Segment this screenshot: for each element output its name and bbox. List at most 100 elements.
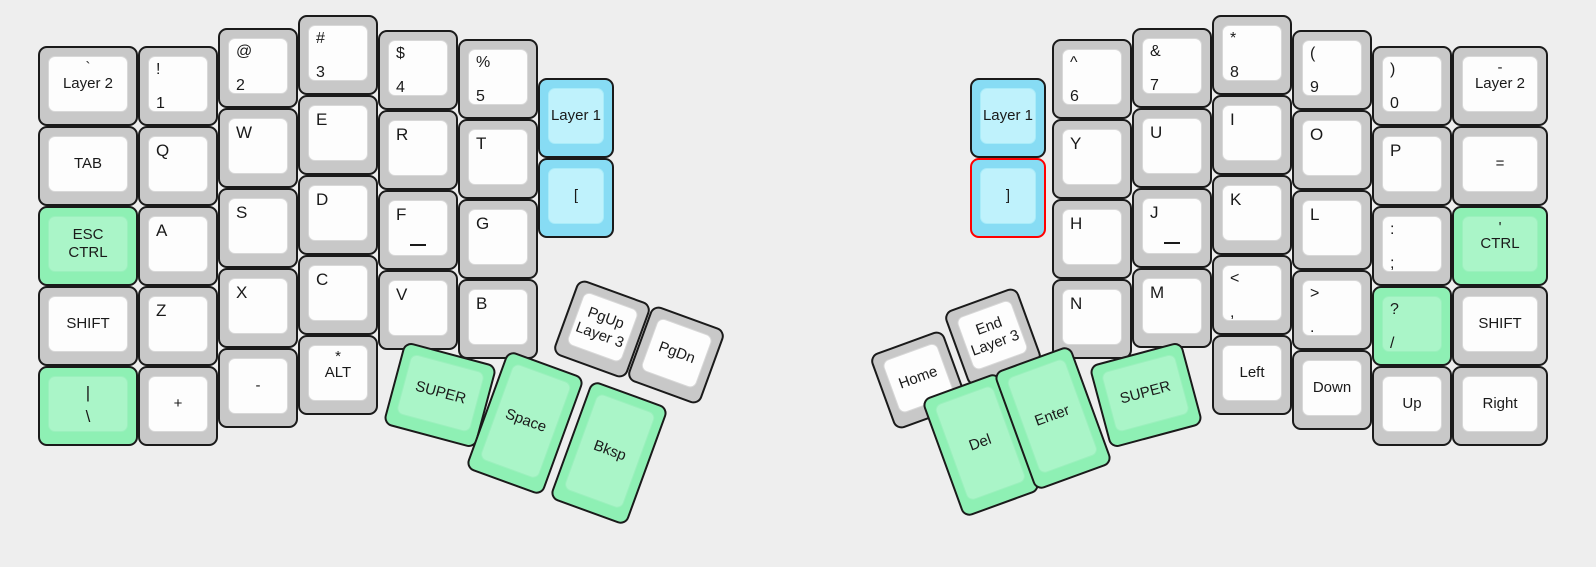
key-right-8[interactable]: *8 bbox=[1212, 15, 1292, 95]
key-right-o[interactable]: O bbox=[1292, 110, 1372, 190]
key-left-[interactable]: - bbox=[218, 348, 298, 428]
key-right-9[interactable]: (9 bbox=[1292, 30, 1372, 110]
key-left-[interactable]: [ bbox=[538, 158, 614, 238]
key-right-l[interactable]: L bbox=[1292, 190, 1372, 270]
key-legend: E bbox=[316, 110, 328, 129]
key-legend-top: % bbox=[476, 54, 491, 71]
key-legend: SUPER bbox=[1118, 377, 1173, 408]
key-left-e[interactable]: E bbox=[298, 95, 378, 175]
key-right-right[interactable]: Right bbox=[1452, 366, 1548, 446]
key-legend: Left bbox=[1239, 364, 1265, 382]
key-left-5[interactable]: %5 bbox=[458, 39, 538, 119]
key-left-alt[interactable]: *ALT bbox=[298, 335, 378, 415]
key-right-layer-2[interactable]: -Layer 2 bbox=[1452, 46, 1548, 126]
key-legend: H bbox=[1070, 214, 1083, 233]
key-legend-bottom: 4 bbox=[396, 79, 405, 96]
key-left-layer-2[interactable]: `Layer 2 bbox=[38, 46, 138, 126]
key-left-s[interactable]: S bbox=[218, 188, 298, 268]
key-right-down[interactable]: Down bbox=[1292, 350, 1372, 430]
key-right-[interactable]: = bbox=[1452, 126, 1548, 206]
key-right-y[interactable]: Y bbox=[1052, 119, 1132, 199]
key-legend-top: ( bbox=[1310, 45, 1316, 62]
key-left-1[interactable]: !1 bbox=[138, 46, 218, 126]
key-legend-top: ' bbox=[1498, 219, 1502, 236]
key-right-left[interactable]: Left bbox=[1212, 335, 1292, 415]
key-right-[interactable]: :; bbox=[1372, 206, 1452, 286]
key-left-t[interactable]: T bbox=[458, 119, 538, 199]
key-right-[interactable]: ?/ bbox=[1372, 286, 1452, 366]
key-right-m[interactable]: M bbox=[1132, 268, 1212, 348]
key-left-q[interactable]: Q bbox=[138, 126, 218, 206]
key-legend: TAB bbox=[73, 155, 103, 173]
key-legend: M bbox=[1150, 283, 1165, 302]
key-left-d[interactable]: D bbox=[298, 175, 378, 255]
key-legend-top: # bbox=[316, 30, 325, 47]
key-legend-top: < bbox=[1230, 270, 1240, 287]
key-left-a[interactable]: A bbox=[138, 206, 218, 286]
key-legend-top: > bbox=[1310, 285, 1320, 302]
key-legend-top: | bbox=[85, 383, 91, 402]
key-legend-bottom: 6 bbox=[1070, 88, 1079, 105]
key-right-n[interactable]: N bbox=[1052, 279, 1132, 359]
key-legend: R bbox=[396, 125, 409, 144]
key-right-6[interactable]: ^6 bbox=[1052, 39, 1132, 119]
key-legend: W bbox=[236, 123, 253, 142]
key-right-i[interactable]: I bbox=[1212, 95, 1292, 175]
key-right-[interactable]: ] bbox=[970, 158, 1046, 238]
key-left-z[interactable]: Z bbox=[138, 286, 218, 366]
key-left-f[interactable]: F bbox=[378, 190, 458, 270]
key-left-tab[interactable]: TAB bbox=[38, 126, 138, 206]
key-legend: U bbox=[1150, 123, 1163, 142]
key-legend: Layer 2 bbox=[62, 75, 114, 93]
key-right-k[interactable]: K bbox=[1212, 175, 1292, 255]
key-right-layer-1[interactable]: Layer 1 bbox=[970, 78, 1046, 158]
key-left-4[interactable]: $4 bbox=[378, 30, 458, 110]
key-legend: C bbox=[316, 270, 329, 289]
key-legend-bottom: 0 bbox=[1390, 95, 1399, 112]
key-left-v[interactable]: V bbox=[378, 270, 458, 350]
key-legend-top: ) bbox=[1390, 61, 1396, 78]
key-legend-bottom: . bbox=[1310, 319, 1315, 336]
key-right-h[interactable]: H bbox=[1052, 199, 1132, 279]
key-legend: D bbox=[316, 190, 329, 209]
key-left-layer-1[interactable]: Layer 1 bbox=[538, 78, 614, 158]
key-legend: J bbox=[1150, 203, 1159, 222]
key-right-[interactable]: <, bbox=[1212, 255, 1292, 335]
key-legend: X bbox=[236, 283, 248, 302]
key-legend: F bbox=[396, 205, 407, 224]
key-legend: Right bbox=[1482, 395, 1518, 413]
key-right-p[interactable]: P bbox=[1372, 126, 1452, 206]
key-legend: Enter bbox=[1032, 401, 1072, 430]
key-legend: N bbox=[1070, 294, 1083, 313]
key-left-esc-ctrl[interactable]: ESC CTRL bbox=[38, 206, 138, 286]
key-right-ctrl[interactable]: 'CTRL bbox=[1452, 206, 1548, 286]
key-right-0[interactable]: )0 bbox=[1372, 46, 1452, 126]
key-legend: Layer 2 bbox=[1474, 75, 1526, 93]
key-legend: Bksp bbox=[591, 437, 629, 465]
key-legend: + bbox=[173, 395, 183, 413]
key-right-up[interactable]: Up bbox=[1372, 366, 1452, 446]
key-right-7[interactable]: &7 bbox=[1132, 28, 1212, 108]
key-left-shift[interactable]: SHIFT bbox=[38, 286, 138, 366]
key-left-[interactable]: |\ bbox=[38, 366, 138, 446]
key-left-[interactable]: + bbox=[138, 366, 218, 446]
key-right-[interactable]: >. bbox=[1292, 270, 1372, 350]
key-left-3[interactable]: #3 bbox=[298, 15, 378, 95]
key-right-u[interactable]: U bbox=[1132, 108, 1212, 188]
key-left-b[interactable]: B bbox=[458, 279, 538, 359]
key-legend: CTRL bbox=[1480, 235, 1520, 253]
key-left-w[interactable]: W bbox=[218, 108, 298, 188]
key-legend: Down bbox=[1312, 379, 1352, 397]
key-left-g[interactable]: G bbox=[458, 199, 538, 279]
key-legend: PgUp Layer 3 bbox=[573, 304, 627, 352]
key-right-shift[interactable]: SHIFT bbox=[1452, 286, 1548, 366]
key-left-c[interactable]: C bbox=[298, 255, 378, 335]
key-right-j[interactable]: J bbox=[1132, 188, 1212, 268]
key-left-2[interactable]: @2 bbox=[218, 28, 298, 108]
key-legend: Y bbox=[1070, 134, 1082, 153]
key-left-x[interactable]: X bbox=[218, 268, 298, 348]
key-legend: K bbox=[1230, 190, 1242, 209]
key-legend-bottom: 8 bbox=[1230, 64, 1239, 81]
key-left-r[interactable]: R bbox=[378, 110, 458, 190]
